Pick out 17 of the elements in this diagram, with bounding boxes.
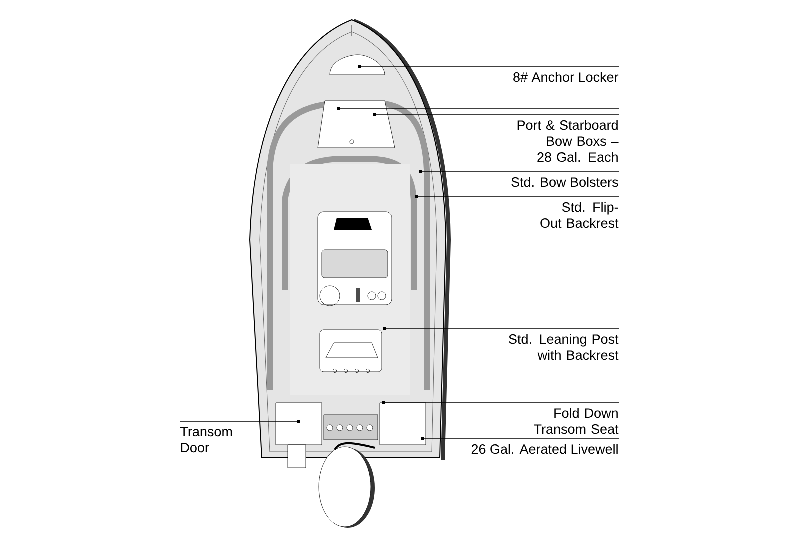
callout-label: Port & Starboard Bow Boxs – 28 Gal. Each — [518, 120, 619, 162]
leader-line — [421, 438, 620, 440]
callout-label: Std. Leaning Post with Backrest — [509, 334, 619, 360]
leader-line — [382, 402, 620, 404]
leader-line — [415, 196, 620, 198]
callout-label: Transom Door — [180, 427, 232, 453]
callout-label: Std. Flip-Out Backrest — [540, 202, 619, 228]
callout-label: 8# Anchor Locker — [514, 72, 619, 82]
leader-line — [383, 328, 620, 330]
leader-line — [373, 114, 620, 116]
callout-label: Std. Bow Bolsters — [512, 177, 618, 188]
leader-line — [337, 108, 620, 110]
leader-line — [419, 170, 620, 174]
callout-label: 26 Gal. Aerated Livewell — [472, 444, 618, 454]
leader-line — [180, 420, 300, 424]
leader-line — [358, 66, 620, 68]
callout-label: Fold Down Transom Seat — [534, 408, 619, 434]
